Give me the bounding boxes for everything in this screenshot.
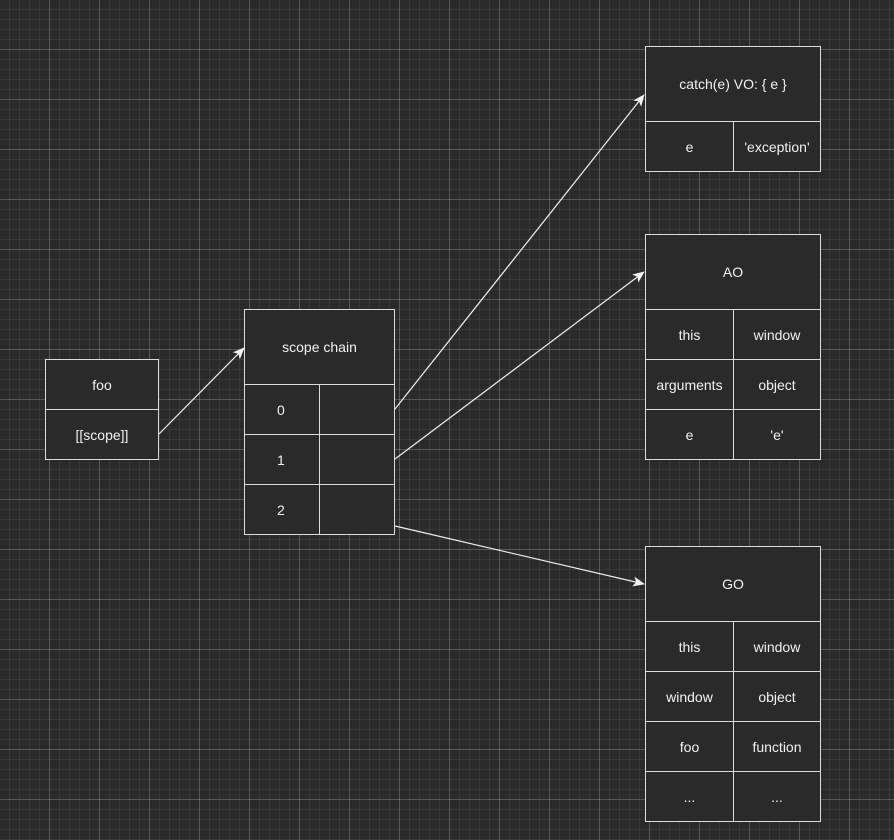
scope-chain-index-0: 0 <box>244 384 320 435</box>
scope-chain-title: scope chain <box>244 309 395 385</box>
ao-value-0: window <box>733 309 821 360</box>
arrow-scope-1-to-ao <box>394 271 645 460</box>
scope-chain-pointer-1 <box>319 434 395 485</box>
catch-vo-key-0: e <box>645 121 734 172</box>
scope-chain-index-1: 1 <box>244 434 320 485</box>
go-key-1: window <box>645 671 734 722</box>
arrow-scope-2-to-go <box>394 525 645 587</box>
catch-vo-value-0: 'exception' <box>733 121 821 172</box>
ao-key-1: arguments <box>645 359 734 410</box>
ao-value-1: object <box>733 359 821 410</box>
scope-chain-pointer-2 <box>319 484 395 535</box>
catch-vo-title: catch(e) VO: { e } <box>645 46 821 122</box>
scope-chain-index-2: 2 <box>244 484 320 535</box>
go-title: GO <box>645 546 821 622</box>
foo-box: foo [[scope]] <box>45 359 159 460</box>
scope-chain-pointer-0 <box>319 384 395 435</box>
go-value-3: ... <box>733 771 821 822</box>
go-value-2: function <box>733 721 821 772</box>
arrow-foo-to-scope-chain <box>158 347 245 435</box>
foo-scope-cell: [[scope]] <box>45 409 159 460</box>
ao-key-0: this <box>645 309 734 360</box>
ao-title: AO <box>645 234 821 310</box>
go-box: GO this window window object foo functio… <box>645 546 821 822</box>
go-key-3: ... <box>645 771 734 822</box>
go-value-1: object <box>733 671 821 722</box>
ao-box: AO this window arguments object e 'e' <box>645 234 821 460</box>
go-key-0: this <box>645 621 734 672</box>
catch-vo-box: catch(e) VO: { e } e 'exception' <box>645 46 821 172</box>
foo-title: foo <box>45 359 159 410</box>
arrow-scope-0-to-catch-vo <box>394 94 645 410</box>
go-key-2: foo <box>645 721 734 772</box>
go-value-0: window <box>733 621 821 672</box>
ao-key-2: e <box>645 409 734 460</box>
ao-value-2: 'e' <box>733 409 821 460</box>
scope-chain-box: scope chain 0 1 2 <box>244 309 395 535</box>
